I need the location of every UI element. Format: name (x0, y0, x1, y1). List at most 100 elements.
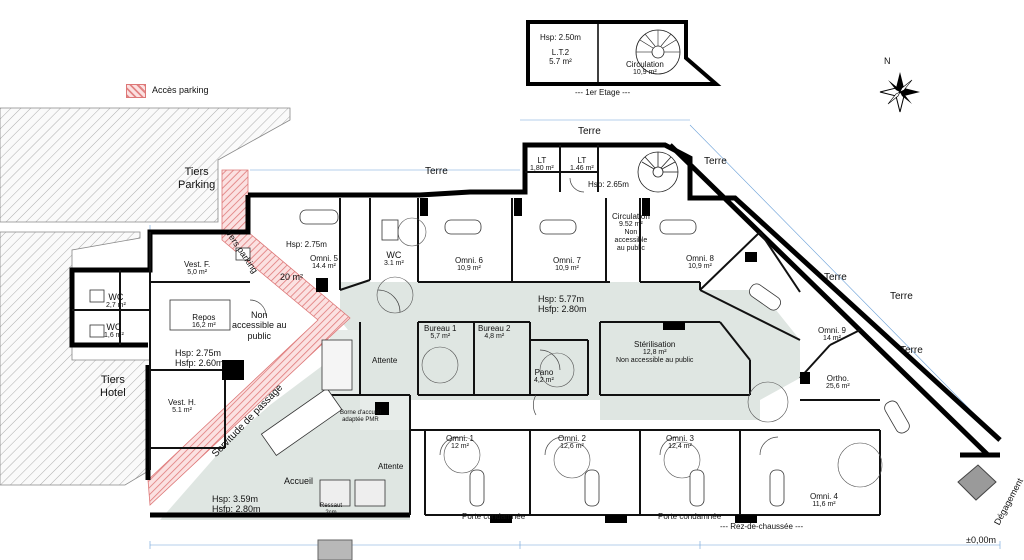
lt-b-name: LT (577, 156, 587, 165)
pano-name: Pano (534, 368, 554, 377)
ortho-area: 25,6 m² (826, 383, 850, 391)
omni4-area: 11,6 m² (812, 501, 836, 509)
circulation2-note1: Non (624, 229, 638, 237)
sterilisation-label: Stérilisation 12,8 m² Non accessible au … (616, 340, 693, 365)
non-access-label: Non accessible au public (232, 310, 287, 341)
tiers-parking-line1: Tiers (184, 166, 209, 178)
vest-h-area: 5.1 m² (172, 407, 192, 415)
vest-h-name: Vest. H. (168, 398, 197, 407)
bureau1-area: 5,7 m² (430, 333, 451, 341)
corridor-hsfp: Hsfp: 2.80m (538, 304, 587, 315)
omni7-label: Omni. 7 10,9 m² (553, 256, 581, 273)
lt2-label: Hsp: 2.50m L.T.2 5.7 m² (540, 33, 581, 67)
compass-north-label: N (884, 56, 891, 66)
omni8-label: Omni. 8 10,9 m² (686, 254, 714, 271)
spiral-stair (637, 151, 679, 193)
omni2-area: 12,6 m² (560, 443, 584, 451)
repos-hsfp: Hsfp: 2.60m (175, 358, 224, 369)
attente1-label: Attente (372, 356, 398, 365)
legend-label: Accès parking (152, 85, 209, 95)
borne-label: Borne d'accueil adaptée PMR (340, 410, 381, 424)
circulation2-note2: accessible (614, 237, 648, 245)
ressaut-line2: 2cm (325, 509, 337, 516)
tiers-hotel-line2: Hotel (100, 386, 126, 399)
terre-label: Terre (900, 345, 923, 356)
borne-line2: adaptée PMR (342, 416, 379, 423)
circulation2-note3: au public (616, 245, 645, 253)
omni6-label: Omni. 6 10,9 m² (455, 256, 483, 273)
tiers-parking-line2: Parking (178, 178, 216, 191)
wc-top-name: WC (386, 250, 402, 260)
upper-level-label: --- 1er Etage --- (575, 88, 631, 97)
omni7-name: Omni. 7 (553, 256, 582, 265)
repos-area: 16,2 m² (192, 322, 216, 330)
omni4-label: Omni. 4 11,6 m² (810, 492, 838, 509)
degagement-box (957, 464, 997, 501)
sterilisation-note: Non accessible au public (616, 357, 694, 365)
lt-b-label: LT 1.46 m² (570, 156, 594, 173)
repos-hsp: Hsp: 2.75m (175, 348, 222, 358)
ramp-area-label: 20 m² (280, 272, 304, 282)
non-access-line2: accessible au (232, 320, 287, 331)
accueil-hsp: Hsp: 3.59m (212, 494, 259, 504)
wc2-name: WC (106, 322, 122, 332)
wc-top-label: WC 3.1 m² (384, 250, 404, 268)
omni2-name: Omni. 2 (558, 434, 587, 443)
circulation2-label: Circulation 9.52 m² Non accessible au pu… (612, 212, 650, 253)
compass-rose (879, 72, 920, 113)
omni6-name: Omni. 6 (455, 256, 484, 265)
furniture (89, 219, 399, 507)
omni9-name: Omni. 9 (818, 326, 847, 335)
bureau1-name: Bureau 1 (424, 324, 457, 333)
omni5-hsp: Hsp: 2.75m (286, 240, 327, 249)
corridor-hsp: Hsp: 5.77m (538, 294, 585, 304)
repos-height-label: Hsp: 2.75m Hsfp: 2.60m (175, 348, 224, 369)
tiers-parking-area (0, 107, 291, 223)
accueil-label: Accueil (284, 476, 314, 486)
circulation2-name: Circulation (612, 212, 650, 221)
omni1-area: 12 m² (451, 443, 469, 451)
omni5-name-label: Omni. 5 14.4 m² (310, 254, 338, 271)
corridor-zone (340, 282, 800, 430)
lt-a-area: 1,80 m² (530, 165, 554, 173)
tiers-hotel-line1: Tiers (100, 374, 125, 386)
bureau2-area: 4,8 m² (484, 333, 505, 341)
lt-a-label: LT 1,80 m² (530, 156, 554, 173)
wc-top-area: 3.1 m² (384, 260, 404, 268)
omni5-label: Hsp: 2.75m (286, 240, 327, 249)
wc1-label: WC 2,7 m² (106, 292, 126, 310)
elevation-label: ±0,00m (966, 535, 996, 545)
circulation2-area: 9.52 m² (619, 221, 643, 229)
legend-swatch (126, 84, 146, 98)
pano-label: Pano 4,2 m² (534, 368, 554, 385)
upper-circulation-area: 10,9 m² (633, 69, 657, 77)
wc2-label: WC 1,6 m² (104, 322, 124, 340)
lt-b-area: 1.46 m² (570, 165, 594, 173)
ortho-name: Ortho. (826, 374, 849, 383)
lt2-name: L.T.2 (551, 48, 570, 58)
terre-label: Terre (890, 291, 913, 302)
tiers-hotel-label: Tiers Hotel (100, 374, 126, 399)
omni8-area: 10,9 m² (688, 263, 712, 271)
sterilisation-area: 12,8 m² (642, 349, 667, 357)
dental-chairs (299, 209, 910, 507)
terre-label: Terre (578, 126, 601, 137)
ortho-label: Ortho. 25,6 m² (826, 374, 850, 391)
omni8-name: Omni. 8 (686, 254, 715, 263)
porte1-label: Porte condamnée (462, 512, 526, 521)
terre-label: Terre (704, 156, 727, 167)
lt2-area: 5.7 m² (549, 57, 572, 67)
attente2-label: Attente (378, 462, 404, 471)
omni3-label: Omni. 3 12,4 m² (666, 434, 694, 451)
accueil-hsfp: Hsfp: 2.80m (212, 504, 261, 515)
vest-f-name: Vest. F. (184, 260, 211, 269)
repos-name: Repos (192, 313, 216, 322)
servitude-strip (147, 169, 351, 506)
omni1-label: Omni. 1 12 m² (446, 434, 474, 451)
accueil-height-label: Hsp: 3.59m Hsfp: 2.80m (212, 494, 261, 515)
terre-label: Terre (824, 272, 847, 283)
wc1-area: 2,7 m² (106, 302, 126, 310)
turning-circles (376, 217, 883, 488)
wc1-name: WC (108, 292, 124, 302)
omni5-area: 14.4 m² (312, 263, 336, 271)
